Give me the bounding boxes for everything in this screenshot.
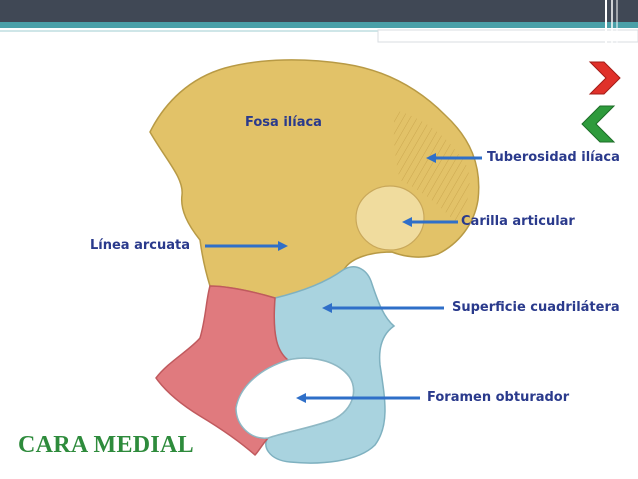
label-tuberosidad-iliaca: Tuberosidad ilíaca <box>487 150 620 165</box>
previous-slide-button[interactable] <box>580 104 618 144</box>
label-fosa-iliaca: Fosa ilíaca <box>245 115 322 130</box>
next-slide-button[interactable] <box>586 60 622 96</box>
header-decoration <box>0 0 638 44</box>
label-carilla-articular: Carilla articular <box>461 214 575 229</box>
header-stripe-light <box>0 30 638 32</box>
auricular-surface <box>355 185 425 251</box>
pubis-region <box>155 285 290 457</box>
label-superficie-cuadrilatera: Superficie cuadrilátera <box>452 300 620 315</box>
header-tab <box>377 29 638 43</box>
chevron-right-icon <box>588 61 621 95</box>
top-header-bar <box>0 0 638 22</box>
header-stripe-teal <box>0 22 638 28</box>
quadrilateral-arrowhead <box>322 303 332 313</box>
chevron-left-icon <box>581 105 616 143</box>
auricular-arrowhead <box>402 217 412 227</box>
tuberosity-texture <box>393 110 470 222</box>
arcuate-arrowhead <box>278 241 288 251</box>
tuberosity-arrowhead <box>426 153 436 163</box>
slide-title: CARA MEDIAL <box>18 432 194 458</box>
label-arrows <box>205 153 482 403</box>
obturator-foramen <box>235 357 355 439</box>
label-foramen-obturador: Foramen obturador <box>427 390 570 405</box>
label-linea-arcuata: Línea arcuata <box>90 238 191 253</box>
obturator-arrowhead <box>296 393 306 403</box>
